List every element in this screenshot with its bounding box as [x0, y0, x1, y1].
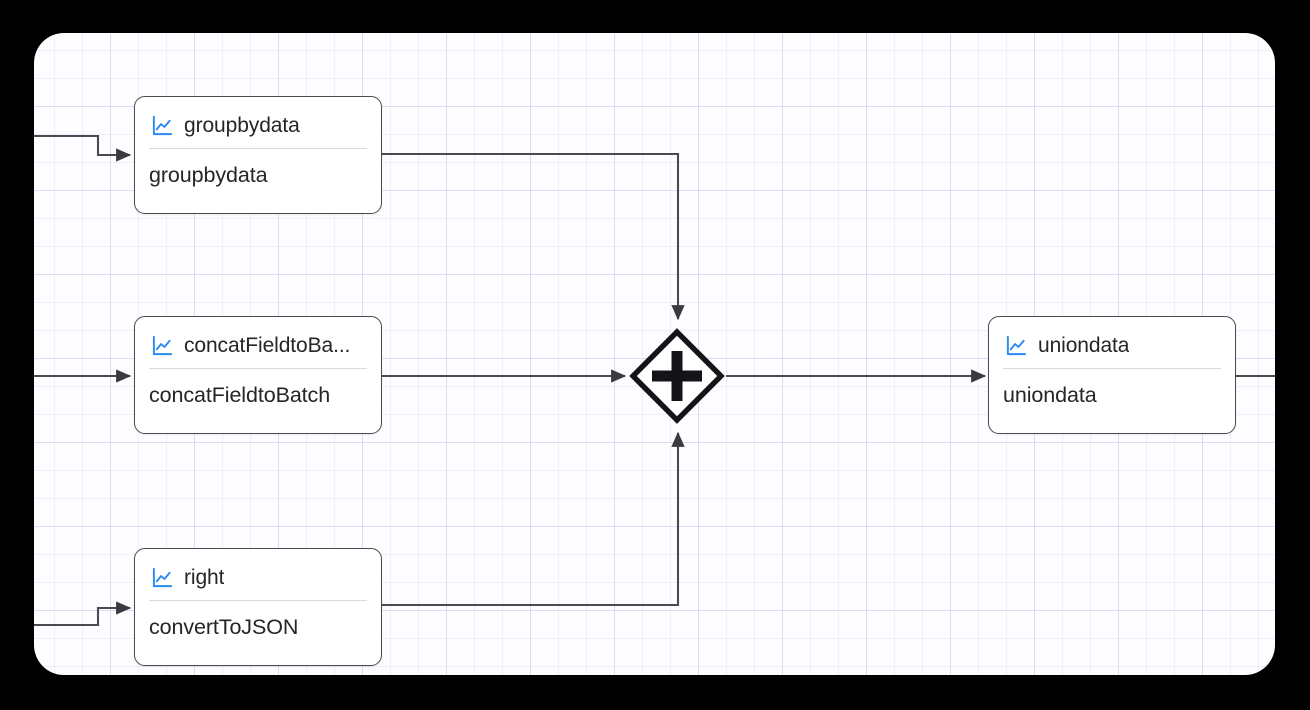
- node-subtitle: convertToJSON: [149, 615, 299, 639]
- line-chart-icon: [152, 115, 173, 136]
- node-groupbydata[interactable]: groupbydata groupbydata: [134, 96, 382, 214]
- edge-right-to-gateway: [382, 431, 685, 607]
- node-title: groupbydata: [184, 113, 300, 137]
- node-subtitle: groupbydata: [149, 163, 268, 187]
- parallel-gateway[interactable]: [629, 328, 725, 424]
- plus-icon: [652, 351, 702, 401]
- node-header: concatFieldtoBa...: [135, 317, 381, 368]
- node-uniondata[interactable]: uniondata uniondata: [988, 316, 1236, 434]
- workflow-canvas[interactable]: groupbydata groupbydata concatFieldtoBa.…: [34, 33, 1275, 675]
- node-right[interactable]: right convertToJSON: [134, 548, 382, 666]
- line-chart-icon: [152, 335, 173, 356]
- node-header: uniondata: [989, 317, 1235, 368]
- node-header: right: [135, 549, 381, 600]
- node-subtitle: concatFieldtoBatch: [149, 383, 331, 407]
- edge-groupbydata-to-gateway: [382, 152, 685, 321]
- node-header: groupbydata: [135, 97, 381, 148]
- line-chart-icon: [1006, 335, 1027, 356]
- node-title: uniondata: [1038, 333, 1130, 357]
- node-title: concatFieldtoBa...: [184, 333, 351, 357]
- node-subtitle: uniondata: [1003, 383, 1097, 407]
- edge-layer: [34, 134, 1275, 627]
- node-title: right: [184, 565, 225, 589]
- node-divider: [1003, 368, 1221, 369]
- node-divider: [149, 600, 367, 601]
- edge-in-to-groupbydata: [34, 134, 132, 162]
- node-concatfieldtobatch[interactable]: concatFieldtoBa... concatFieldtoBatch: [134, 316, 382, 434]
- node-divider: [149, 148, 367, 149]
- node-divider: [149, 368, 367, 369]
- edge-in-to-right: [34, 601, 132, 627]
- line-chart-icon: [152, 567, 173, 588]
